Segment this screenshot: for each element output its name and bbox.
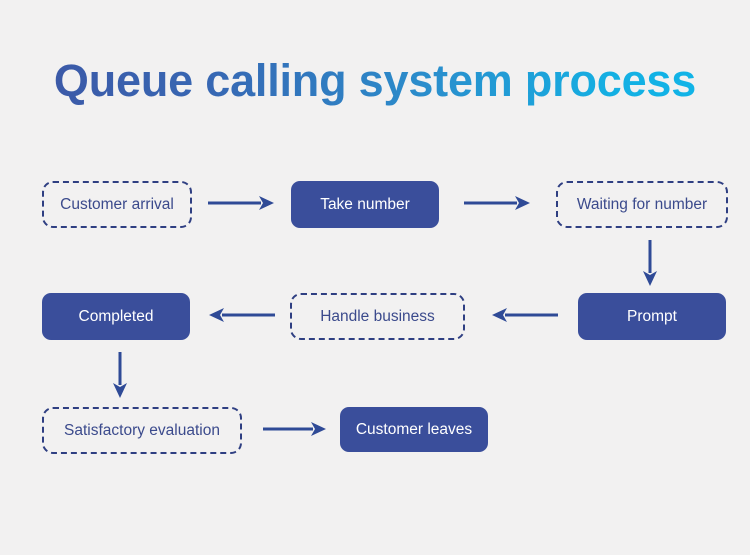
- flow-node-satisfactory-evaluation[interactable]: Satisfactory evaluation: [42, 407, 242, 454]
- arrow-head-icon: [515, 196, 530, 210]
- flow-node-handle-business[interactable]: Handle business: [290, 293, 465, 340]
- flow-arrow-satisfactory-evaluation-to-customer-leaves: [263, 422, 326, 436]
- flow-node-customer-arrival[interactable]: Customer arrival: [42, 181, 192, 228]
- flow-arrow-completed-to-satisfactory-evaluation: [113, 352, 127, 398]
- flow-arrow-take-number-to-waiting-for-number: [464, 196, 530, 210]
- arrow-head-icon: [311, 422, 326, 436]
- flow-node-label: Take number: [320, 195, 410, 213]
- arrow-head-icon: [209, 308, 224, 322]
- flow-node-label: Handle business: [320, 307, 435, 325]
- arrow-shaft: [208, 201, 261, 205]
- arrow-head-icon: [113, 383, 127, 398]
- arrow-shaft: [118, 352, 122, 385]
- flow-arrow-customer-arrival-to-take-number: [208, 196, 274, 210]
- flow-node-waiting-for-number[interactable]: Waiting for number: [556, 181, 728, 228]
- arrow-shaft: [464, 201, 517, 205]
- arrow-head-icon: [492, 308, 507, 322]
- flow-arrow-prompt-to-handle-business: [492, 308, 558, 322]
- flow-node-label: Completed: [78, 307, 154, 325]
- flow-node-label: Prompt: [627, 307, 677, 325]
- flow-node-label: Satisfactory evaluation: [64, 421, 220, 439]
- flow-arrow-waiting-for-number-to-prompt: [643, 240, 657, 286]
- page-title: Queue calling system process: [0, 52, 750, 110]
- arrow-shaft: [505, 313, 558, 317]
- flow-node-customer-leaves[interactable]: Customer leaves: [340, 407, 488, 452]
- flow-node-take-number[interactable]: Take number: [291, 181, 439, 228]
- flow-node-label: Customer arrival: [60, 195, 174, 213]
- arrow-head-icon: [259, 196, 274, 210]
- arrow-head-icon: [643, 271, 657, 286]
- flow-node-prompt[interactable]: Prompt: [578, 293, 726, 340]
- flow-node-completed[interactable]: Completed: [42, 293, 190, 340]
- arrow-shaft: [222, 313, 275, 317]
- flow-node-label: Waiting for number: [576, 195, 708, 213]
- arrow-shaft: [648, 240, 652, 273]
- arrow-shaft: [263, 427, 313, 431]
- flow-node-label: Customer leaves: [355, 420, 473, 438]
- flow-arrow-handle-business-to-completed: [209, 308, 275, 322]
